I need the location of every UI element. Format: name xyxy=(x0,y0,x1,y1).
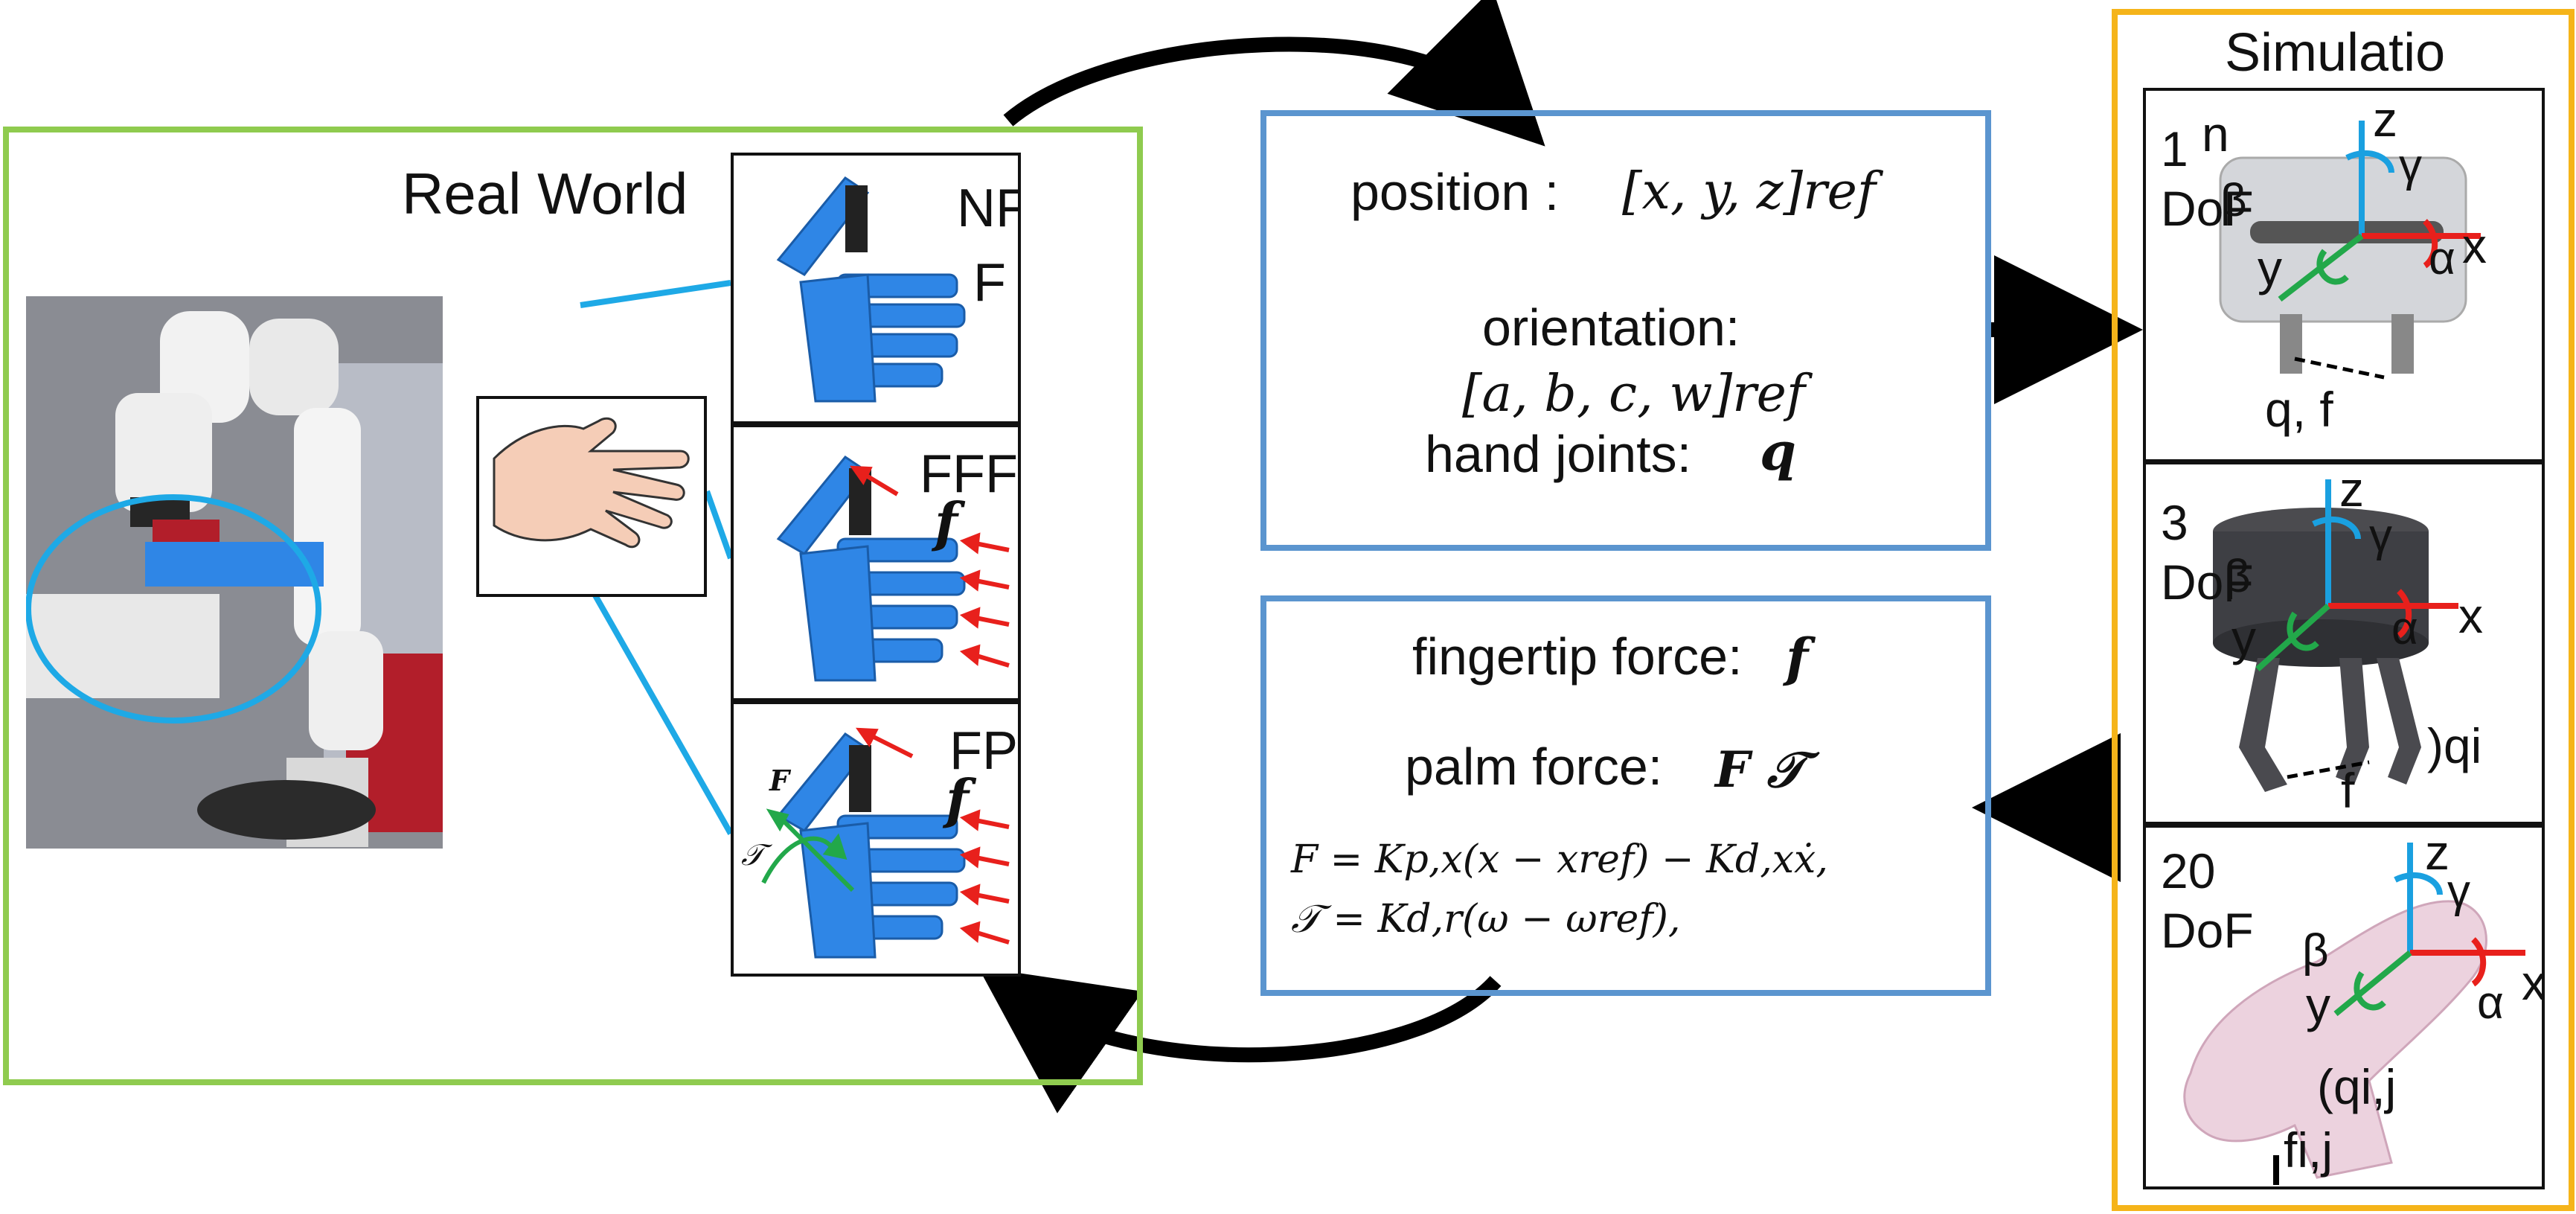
position-label: position : xyxy=(1351,163,1560,221)
link-line-bottom xyxy=(592,594,734,835)
robot-photo xyxy=(26,296,443,849)
position-value: [x, y, z]ref xyxy=(1622,162,1876,221)
panel-fpf-label: FPF xyxy=(949,721,1019,781)
sim-20-axis-beta: β xyxy=(2302,925,2329,977)
sim-1-axis-x: x xyxy=(2462,218,2487,273)
sim-1-extra: n xyxy=(2202,106,2229,162)
exoskeleton-nf-illustration xyxy=(776,176,966,403)
gripper-3dof-illustration xyxy=(2213,479,2458,792)
panel-fff-force-symbol: f xyxy=(935,491,958,554)
sim-3-axis-gamma: γ xyxy=(2369,510,2392,561)
simulation-frame xyxy=(2112,9,2575,1211)
feedback-box xyxy=(1260,595,1991,996)
sim-20-dof-number: 20 xyxy=(2161,843,2216,898)
real-world-frame xyxy=(3,127,1143,1085)
orientation-label: orientation: xyxy=(1482,298,1740,357)
sim-3-axis-alpha: α xyxy=(2391,603,2418,654)
simulation-title: Simulatio xyxy=(2225,23,2446,83)
hand-sketch-box xyxy=(476,396,707,597)
sim-20-axis-gamma: γ xyxy=(2447,866,2470,917)
sim-20-dof-unit: DoF xyxy=(2161,903,2254,958)
link-line-top xyxy=(580,280,731,308)
sim-3-dof-unit: DoF xyxy=(2161,555,2254,610)
panel-nf-label: NF xyxy=(957,179,1018,238)
sim-20-axis-alpha: α xyxy=(2477,977,2504,1029)
link-line-mid2 xyxy=(704,490,734,560)
panel-fff-label: FFF xyxy=(920,444,1018,504)
equation-torque: 𝒯 = Kd,r(ω − ωref), xyxy=(1291,897,1681,942)
sim-1-joint-label: q, f xyxy=(2265,382,2333,437)
hand-sketch xyxy=(493,417,690,549)
sim-1-axis-alpha: α xyxy=(2429,233,2455,284)
sim-panel-1dof: 1 n DoF β z γ x α y q, f xyxy=(2143,88,2545,462)
sim-20-force-label: fi,j xyxy=(2284,1122,2333,1178)
equation-force: F = Kp,x(x − xref) − Kd,xẋ, xyxy=(1291,837,1828,882)
fingertip-force-label: fingertip force: xyxy=(1412,627,1743,686)
sim-20-axis-y: y xyxy=(2306,977,2330,1032)
sim-3-dof-number: 3 xyxy=(2161,495,2188,550)
command-box xyxy=(1260,110,1991,551)
sim-panel-3dof: 3 DoF β z γ x α y )qi f xyxy=(2143,461,2545,825)
panel-fpf-tau-symbol: 𝒯 xyxy=(741,838,764,872)
sim-3-axis-beta: β xyxy=(2224,551,2251,602)
sim-3-axis-x: x xyxy=(2458,588,2483,643)
arrow-to-real-world xyxy=(978,967,1502,1114)
exoskeleton-fff-illustration xyxy=(776,455,1010,682)
sim-3-force-label: f xyxy=(2341,763,2355,818)
panel-fpf-force-symbol: f xyxy=(946,767,969,831)
fingertip-force-symbol: f xyxy=(1786,627,1809,689)
focus-ellipse xyxy=(26,494,321,723)
real-world-title: Real World xyxy=(402,161,688,226)
panel-fff: FFF f xyxy=(731,424,1021,701)
hand-20dof-illustration xyxy=(2183,843,2525,1185)
sim-1-dof-unit: DoF xyxy=(2161,181,2254,236)
sim-20-joint-label: (qi,j xyxy=(2317,1059,2397,1114)
sim-20-axis-x: x xyxy=(2522,955,2545,1010)
sim-3-joint-label: )qi xyxy=(2427,718,2482,773)
sim-panel-20dof: 20 DoF β z γ x α y (qi,j fi,j xyxy=(2143,825,2545,1189)
gripper-1dof-illustration xyxy=(2219,121,2481,380)
exoskeleton-fpf-illustration xyxy=(761,727,1010,959)
orientation-value: [a, b, c, w]ref xyxy=(1462,365,1806,424)
sim-1-axis-z: z xyxy=(2373,92,2397,147)
hand-joints-label: hand joints: xyxy=(1425,425,1692,483)
panel-fpf: FPF f F 𝒯 xyxy=(731,701,1021,977)
sim-1-dof-number: 1 xyxy=(2161,121,2188,176)
panel-nf-label2: F xyxy=(973,253,1006,313)
panel-nf: NF F xyxy=(731,153,1021,424)
palm-force-label: palm force: xyxy=(1405,738,1663,796)
panel-fpf-F-symbol: F xyxy=(769,764,789,797)
sim-1-axis-y: y xyxy=(2258,240,2282,295)
sim-1-axis-beta: β xyxy=(2220,175,2247,226)
robot-illustration xyxy=(26,296,443,849)
sim-20-axis-z: z xyxy=(2425,825,2450,880)
sim-3-axis-z: z xyxy=(2339,461,2364,517)
hand-joints-symbol: q xyxy=(1760,421,1796,482)
sim-3-axis-y: y xyxy=(2231,610,2256,665)
sim-1-axis-gamma: γ xyxy=(2399,140,2422,191)
arrow-to-command xyxy=(1003,0,1545,147)
palm-force-symbols: F 𝒯 xyxy=(1715,741,1805,799)
